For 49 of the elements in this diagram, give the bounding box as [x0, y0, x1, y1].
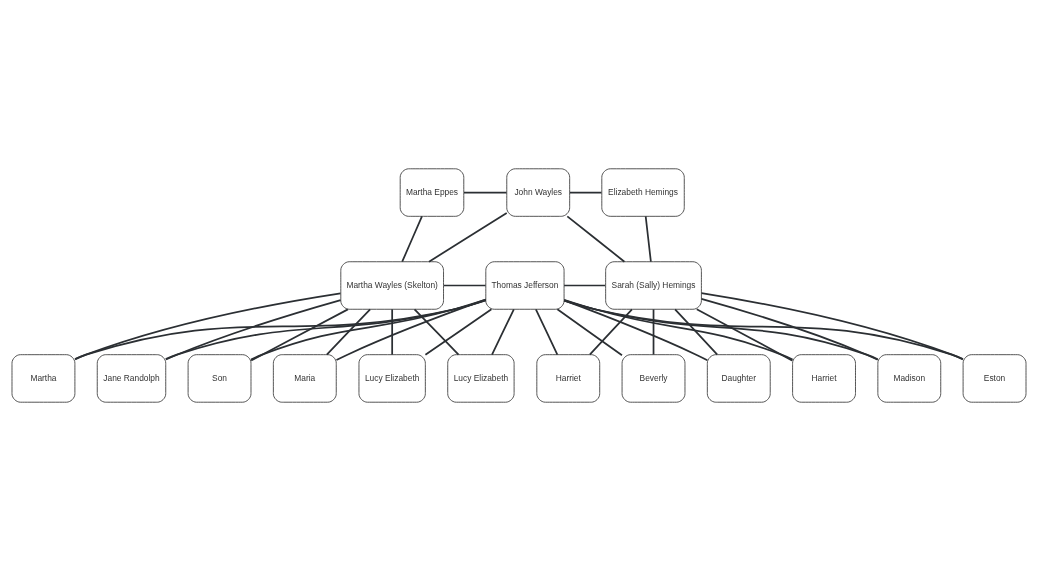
node-box: Harriet: [792, 354, 856, 403]
connector: [652, 308, 655, 356]
connector: [563, 299, 964, 360]
connector: [413, 308, 460, 356]
connector: [674, 308, 719, 356]
node-box: Eston: [962, 354, 1027, 403]
connector: [535, 308, 559, 356]
connector: [568, 191, 603, 194]
node-box: Martha Eppes: [399, 168, 465, 217]
node-box: Lucy Elizabeth: [358, 354, 426, 403]
connector: [424, 308, 493, 356]
node-box: Beverly: [621, 354, 686, 403]
connector: [164, 299, 487, 360]
node-box: Lucy Elizabeth: [447, 354, 515, 403]
connector: [491, 308, 515, 356]
node-box: Maria: [272, 354, 337, 403]
connector: [700, 297, 879, 361]
node-box: Jane Randolph: [96, 354, 167, 403]
connector: [644, 215, 652, 263]
node-box: Madison: [877, 354, 942, 403]
node-box: Daughter: [706, 354, 771, 403]
node-box: Harriet: [536, 354, 601, 403]
node-box: Martha Wayles (Skelton): [340, 261, 444, 310]
connector: [563, 298, 794, 361]
connector: [74, 292, 342, 361]
node-box: Elizabeth Hemings: [601, 168, 685, 217]
node-box: John Wayles: [506, 168, 571, 217]
connector: [165, 299, 342, 361]
node-box: Martha: [11, 354, 76, 403]
connector: [391, 308, 394, 356]
connector: [556, 308, 623, 357]
node-box: Son: [187, 354, 252, 403]
connector: [588, 308, 633, 356]
connector: [325, 308, 371, 356]
connector: [695, 308, 794, 362]
connector: [74, 299, 487, 360]
connector: [563, 299, 879, 361]
connector: [335, 298, 487, 361]
connector: [401, 215, 423, 263]
connector: [250, 308, 349, 362]
connector: [563, 284, 607, 287]
connector: [250, 298, 487, 361]
node-box: Thomas Jefferson: [485, 261, 565, 310]
connector: [700, 292, 964, 361]
connector: [442, 284, 487, 287]
connector: [566, 215, 626, 263]
node-box: Sarah (Sally) Hemings: [605, 261, 702, 310]
connector: [428, 212, 508, 263]
connector: [463, 191, 508, 194]
